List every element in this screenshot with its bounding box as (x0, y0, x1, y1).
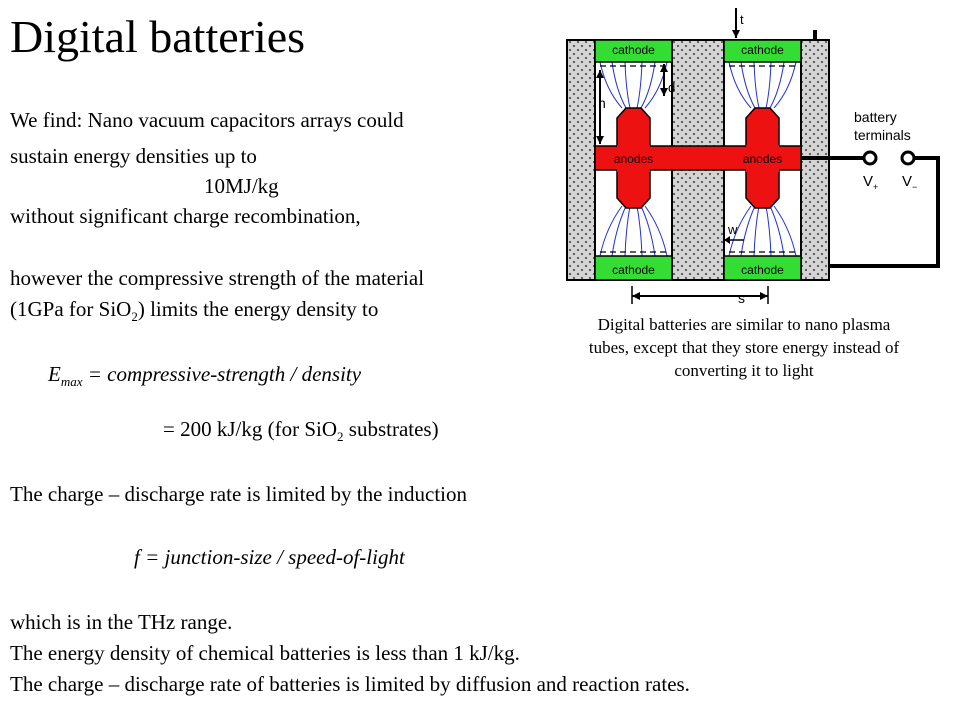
cathode-label-tr: cathode (741, 43, 784, 57)
anode-label-1: anodes (614, 152, 653, 166)
cathode-label-br: cathode (741, 263, 784, 277)
battery-diagram: cathode cathode cathode cathode anodes a… (566, 8, 940, 306)
text-find-3: 10MJ/kg (204, 174, 279, 198)
text-thz: which is in the THz range. (10, 610, 233, 634)
text-however-2: (1GPa for SiO2) limits the energy densit… (10, 297, 379, 325)
v-plus-label: V+ (863, 173, 878, 192)
anode-label-2: anodes (743, 152, 782, 166)
cathode-label-tl: cathode (612, 43, 655, 57)
text-however-1: however the compressive strength of the … (10, 266, 425, 290)
equation-value: = 200 kJ/kg (for SiO2 substrates) (163, 417, 439, 445)
cathode-top-right (723, 39, 802, 63)
equation-emax: Emax = compressive-strength / density (48, 362, 362, 390)
substrate-left (566, 39, 596, 281)
v-minus-label: V− (902, 173, 917, 192)
cathode-top-left (594, 39, 673, 63)
dim-w: w (727, 222, 738, 237)
dim-h: h (598, 95, 606, 111)
dim-t: t (740, 12, 744, 27)
text-rate: The charge – discharge rate of batteries… (10, 672, 690, 696)
text-find-4: without significant charge recombination… (10, 204, 361, 228)
dim-s: s (738, 290, 745, 306)
text-chemical: The energy density of chemical batteries… (10, 641, 520, 665)
slide-title: Digital batteries (10, 11, 306, 62)
terminals-label-2: terminals (854, 127, 911, 143)
equation-frequency: f = junction-size / speed-of-light (134, 545, 405, 569)
cathode-bottom-right (723, 255, 802, 281)
wires (801, 30, 940, 268)
diagram-caption: Digital batteries are similar to nano pl… (588, 315, 900, 381)
text-find-2: sustain energy densities up to (10, 144, 257, 168)
terminal-plus (862, 150, 878, 166)
text-find-1: We find: Nano vacuum capacitors arrays c… (10, 108, 404, 132)
terminal-minus (900, 150, 916, 166)
dim-d: d (668, 80, 675, 95)
terminals-label-1: battery (854, 109, 897, 125)
text-charge-1: The charge – discharge rate is limited b… (10, 482, 468, 506)
cathode-label-bl: cathode (612, 263, 655, 277)
cathode-bottom-left (594, 255, 673, 281)
